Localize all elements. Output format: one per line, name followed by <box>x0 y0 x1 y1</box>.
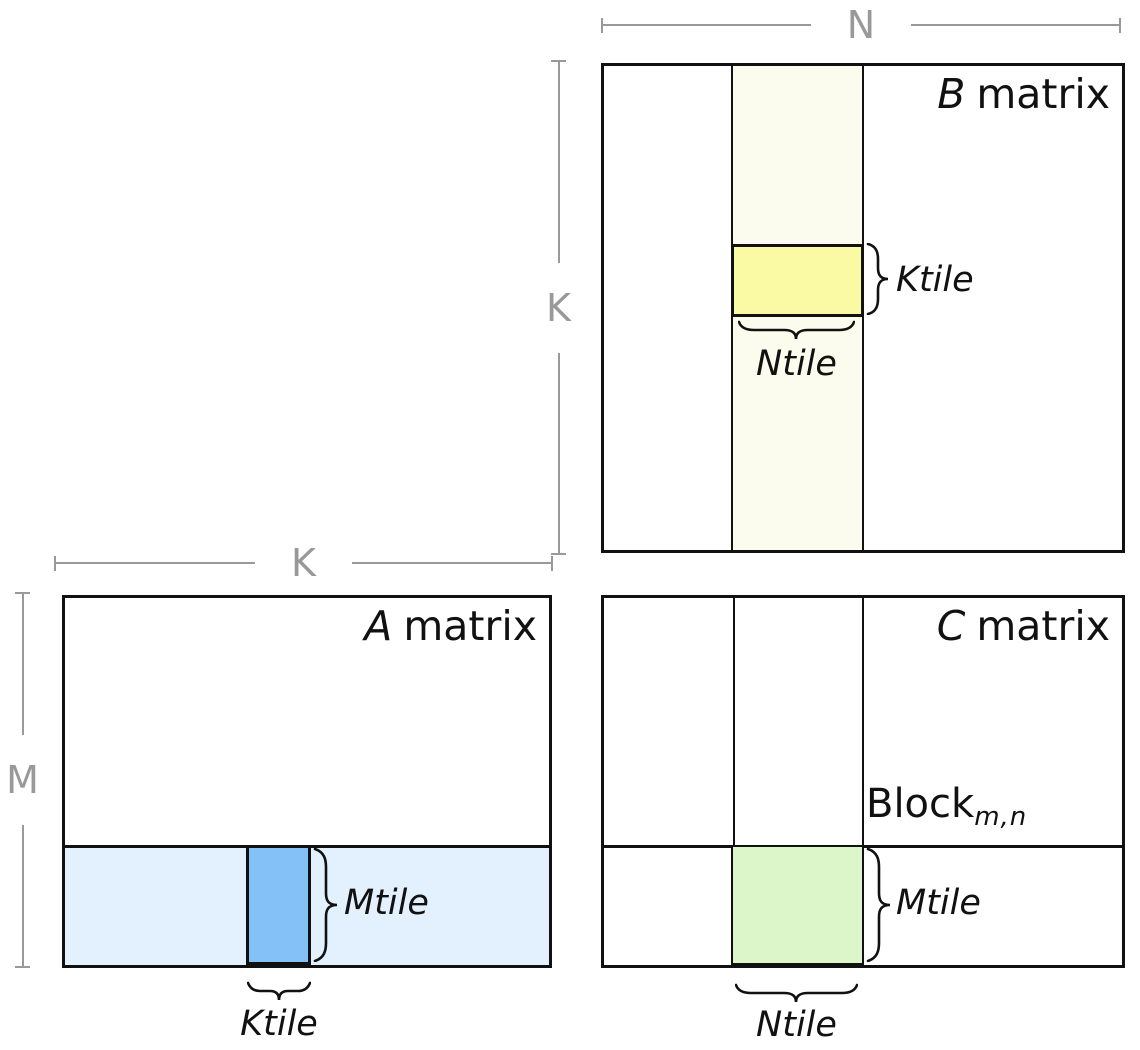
b-ntile-brace <box>738 320 855 340</box>
dimension-tick <box>15 966 30 968</box>
c-mtile-brace <box>866 848 892 962</box>
dimension-tick <box>551 555 554 571</box>
b-ktile-brace <box>866 243 890 315</box>
c-matrix-column-line <box>733 598 735 965</box>
dimension-label-m: M <box>6 758 39 802</box>
dimension-line-segment <box>557 352 560 553</box>
dimension-tick <box>54 555 56 571</box>
b-ktile-label: Ktile <box>896 260 974 300</box>
dimension-line-segment <box>351 562 552 564</box>
b-matrix-ktile-tile <box>731 244 864 317</box>
a-mtile-label: Mtile <box>344 883 429 923</box>
a-mtile-brace <box>313 848 339 962</box>
dimension-line-segment <box>56 562 256 564</box>
dimension-line-segment <box>21 594 24 735</box>
dimension-tick <box>551 60 566 62</box>
c-ntile-brace <box>735 983 858 1003</box>
c-matrix-block-tile <box>731 845 864 965</box>
dimension-label-k: K <box>546 285 571 330</box>
dimension-label-k: K <box>291 541 316 585</box>
a-matrix-letter: A <box>364 602 393 650</box>
dimension-line-segment <box>911 24 1119 26</box>
dimension-tick <box>601 17 603 33</box>
a-matrix-ktile-tile <box>246 845 311 965</box>
c-matrix-word: matrix <box>976 602 1110 650</box>
dimension-line-k-side: K <box>546 60 571 555</box>
dimension-label-n: N <box>846 3 876 47</box>
dimension-line-segment <box>603 24 811 26</box>
c-mtile-label: Mtile <box>896 883 981 923</box>
c-block-word: Block <box>866 781 975 827</box>
c-block-label: Blockm,n <box>866 780 1027 833</box>
dimension-line-n: N <box>601 6 1121 44</box>
dimension-tick <box>1119 17 1121 33</box>
c-matrix-column-line <box>862 598 864 965</box>
dimension-tick <box>551 553 566 555</box>
dimension-line-segment <box>557 62 560 263</box>
c-matrix-letter: C <box>936 602 966 650</box>
b-ntile-label: Ntile <box>756 344 837 384</box>
a-matrix-word: matrix <box>403 602 537 650</box>
b-matrix-word: matrix <box>976 70 1110 118</box>
dimension-line-m: M <box>6 592 39 968</box>
c-ntile-label: Ntile <box>756 1005 837 1045</box>
a-ktile-brace <box>247 981 311 1001</box>
dimension-line-k-top: K <box>54 544 554 582</box>
dimension-tick <box>15 592 30 594</box>
c-block-subscript: m,n <box>974 802 1028 832</box>
dimension-line-segment <box>21 825 24 966</box>
a-ktile-label: Ktile <box>240 1004 318 1044</box>
b-matrix-letter: B <box>937 70 966 118</box>
